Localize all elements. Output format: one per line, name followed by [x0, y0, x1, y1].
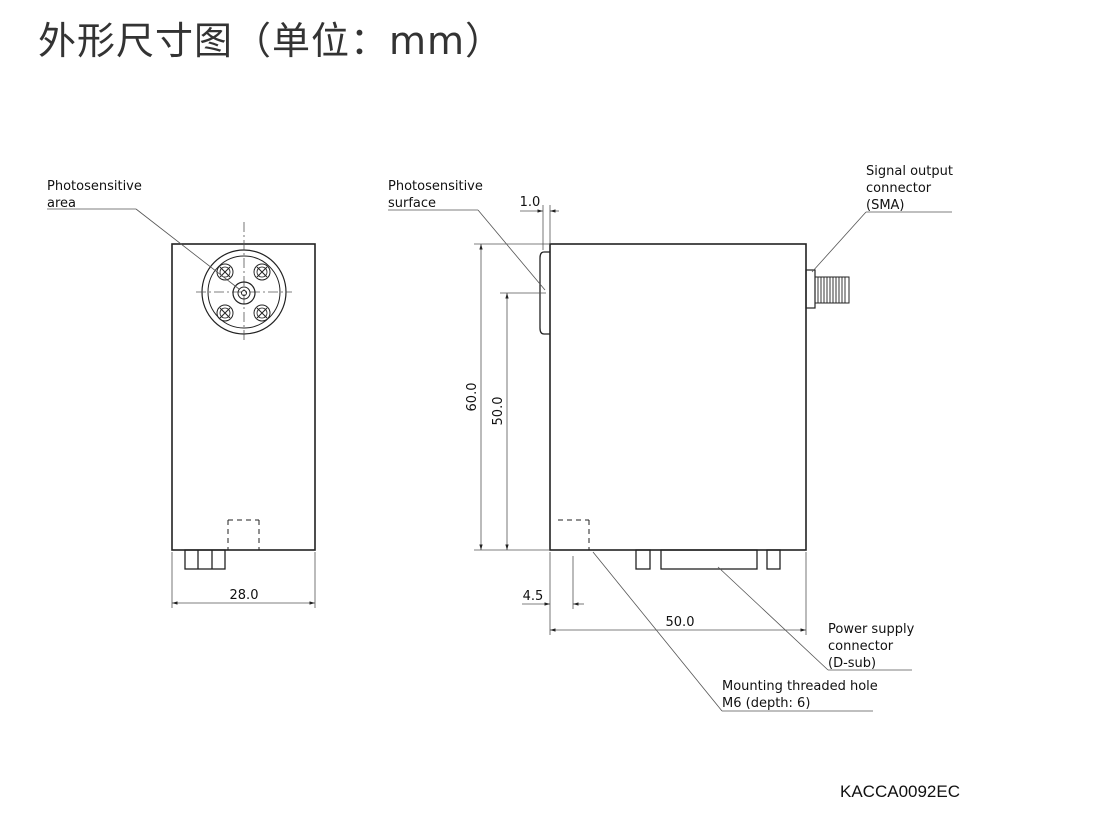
label-signal-connector-3: (SMA) — [866, 198, 905, 213]
side-connector-foot — [635, 549, 651, 570]
screw-icon — [253, 263, 271, 281]
front-dim-width: 28.0 — [230, 588, 259, 603]
side-body-outline — [549, 243, 807, 551]
label-mounting-hole-1: Mounting threaded hole — [722, 679, 878, 694]
side-dim-length: 50.0 — [666, 615, 695, 630]
side-label-photosensitive-surface-2: surface — [388, 196, 436, 211]
page-title: 外形尺寸图（单位：mm） — [38, 19, 505, 63]
label-power-connector-1: Power supply — [828, 622, 915, 637]
side-connector-foot — [766, 549, 781, 570]
dsub-connector — [660, 549, 758, 570]
side-label-photosensitive-surface-1: Photosensitive — [388, 179, 483, 194]
front-view: Photosensitive area 28.0 — [47, 179, 316, 608]
side-dim-window-offset: 1.0 — [520, 195, 541, 210]
side-view: 1.0 Photosensitive surface 60.0 50.0 4.5… — [388, 164, 953, 712]
sma-thread-icon — [817, 277, 846, 303]
label-power-connector-3: (D-sub) — [828, 656, 876, 671]
photosensitive-area-circle — [232, 281, 256, 305]
side-dim-height: 60.0 — [465, 383, 480, 412]
side-dim-hole-offset: 4.5 — [523, 589, 544, 604]
front-body-outline — [171, 243, 316, 551]
sma-connector-body — [805, 269, 816, 309]
label-mounting-hole-2: M6 (depth: 6) — [722, 696, 810, 711]
drawing-code: KACCA0092EC — [840, 782, 960, 801]
screw-icon — [253, 304, 271, 322]
front-window-flange-inner — [207, 255, 281, 329]
front-label-photosensitive-area-1: Photosensitive — [47, 179, 142, 194]
label-signal-connector-2: connector — [866, 181, 932, 196]
front-connector-foot — [184, 549, 226, 570]
label-power-connector-2: connector — [828, 639, 894, 654]
screw-icon — [216, 304, 234, 322]
screw-icon — [216, 263, 234, 281]
side-dim-window-height: 50.0 — [491, 397, 506, 426]
front-label-photosensitive-area-2: area — [47, 196, 76, 211]
label-signal-connector-1: Signal output — [866, 164, 953, 179]
